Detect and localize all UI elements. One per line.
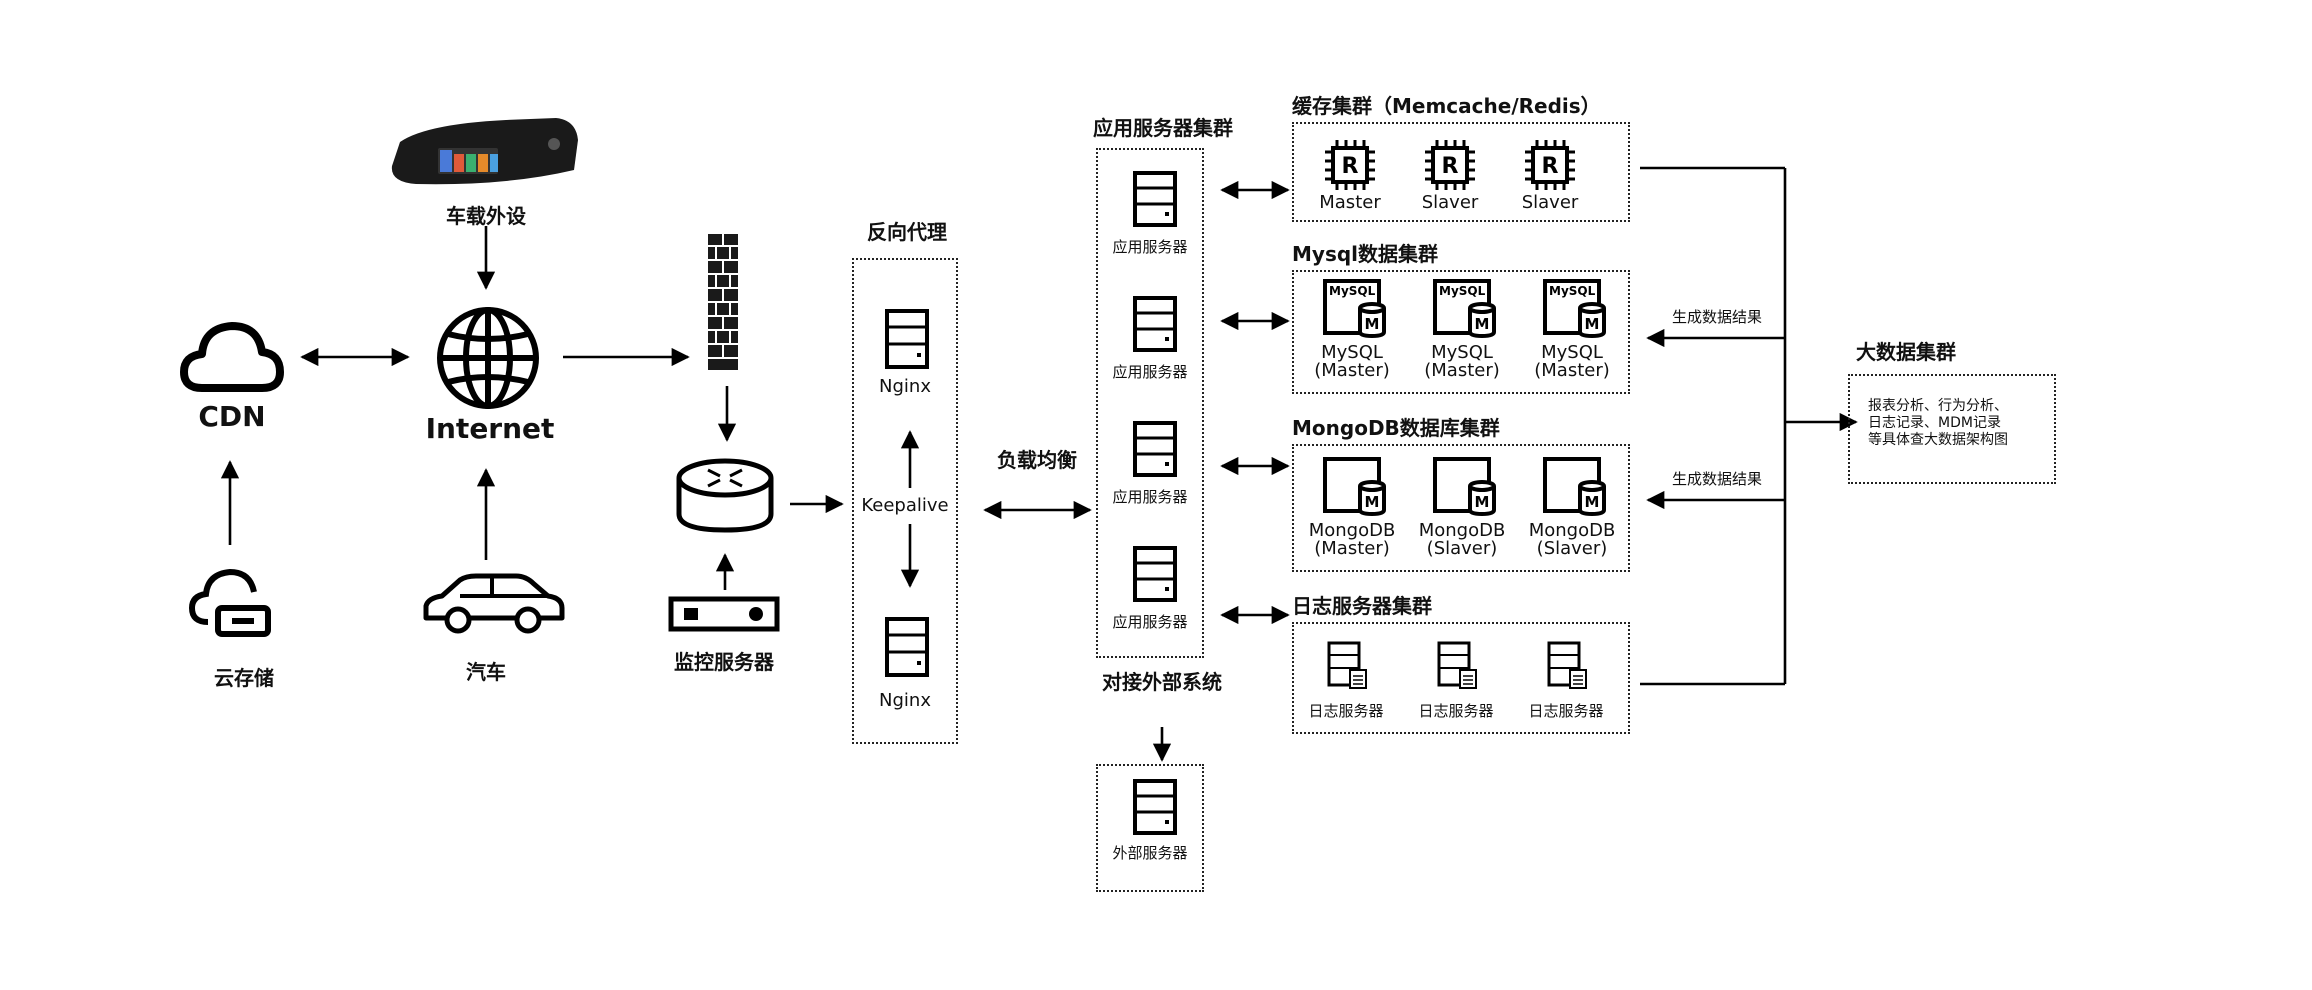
mongo-node-role: (Slaver) <box>1536 538 1608 559</box>
mongo-node-label: MongoDB <box>1308 520 1396 541</box>
chip-letter: R <box>1442 154 1459 179</box>
server-icon <box>1133 779 1177 835</box>
server-icon <box>1133 421 1177 477</box>
cloud-storage-icon <box>188 568 271 637</box>
mongo-node-role: (Master) <box>1314 538 1390 559</box>
chip-icon: R <box>1525 140 1575 190</box>
external-system-label: 对接外部系统 <box>1102 670 1222 694</box>
badge-text: M <box>1585 493 1600 511</box>
mysql-cluster-label: Mysql数据集群 <box>1292 242 1439 266</box>
app-cluster-box <box>1096 148 1204 658</box>
log-cluster-box <box>1292 622 1630 734</box>
external-server-box <box>1096 764 1204 892</box>
database-icon: M <box>1433 457 1496 516</box>
server-icon <box>1133 171 1177 227</box>
car-device-label: 车载外设 <box>446 204 526 228</box>
nginx-top-label: Nginx <box>879 376 931 397</box>
chip-icon: R <box>1425 140 1475 190</box>
internet-label: Internet <box>425 412 555 445</box>
log-node-label: 日志服务器 <box>1418 702 1494 720</box>
log-server-icon <box>1437 641 1477 689</box>
app-cluster-label: 应用服务器集群 <box>1093 116 1233 140</box>
keepalive-label: Keepalive <box>861 495 949 516</box>
mongo-node-label: MongoDB <box>1528 520 1616 541</box>
chip-letter: R <box>1342 154 1359 179</box>
mysql-node-role: (Master) <box>1314 360 1390 381</box>
car-icon <box>423 573 565 634</box>
reverse-proxy-box <box>852 258 958 744</box>
gen-result-label-1: 生成数据结果 <box>1671 308 1762 326</box>
badge-text: M <box>1475 493 1490 511</box>
app-server-label: 应用服务器 <box>1112 238 1188 256</box>
mongo-cluster-label: MongoDB数据库集群 <box>1292 416 1500 440</box>
log-node-label: 日志服务器 <box>1528 702 1604 720</box>
monitor-server-label: 监控服务器 <box>674 650 774 674</box>
cdn-label: CDN <box>198 400 266 433</box>
mysql-node-role: (Master) <box>1534 360 1610 381</box>
server-icon <box>885 617 929 677</box>
gen-result-label-2: 生成数据结果 <box>1671 470 1762 488</box>
external-server-label: 外部服务器 <box>1112 844 1188 862</box>
chip-icon: R <box>1325 140 1375 190</box>
app-server-label: 应用服务器 <box>1112 363 1188 381</box>
badge-text: M <box>1585 315 1600 333</box>
server-icon <box>1133 296 1177 352</box>
firewall-icon <box>708 234 738 370</box>
database-icon: M <box>1323 457 1386 516</box>
server-icon <box>885 309 929 369</box>
database-icon: MySQL M <box>1433 279 1496 338</box>
badge-text: M <box>1365 493 1380 511</box>
dashcam-mirror-icon <box>391 118 578 185</box>
bigdata-cluster-box <box>1848 374 2056 484</box>
brand-text: MySQL <box>1329 284 1376 298</box>
database-icon: MySQL M <box>1543 279 1606 338</box>
cache-node-label: Master <box>1319 192 1381 213</box>
mongo-node-label: MongoDB <box>1418 520 1506 541</box>
brand-text: MySQL <box>1439 284 1486 298</box>
cache-node-label: Slaver <box>1521 192 1579 213</box>
monitor-device-icon <box>668 596 780 632</box>
mysql-node-label: MySQL <box>1431 342 1493 363</box>
cloud-icon <box>180 322 284 392</box>
cache-node-label: Slaver <box>1421 192 1479 213</box>
badge-text: M <box>1365 315 1380 333</box>
bigdata-description: 报表分析、行为分析、 日志记录、MDM记录 等具体查大数据架构图 <box>1868 398 2048 449</box>
mysql-node-label: MySQL <box>1321 342 1383 363</box>
mysql-node-label: MySQL <box>1541 342 1603 363</box>
server-icon <box>1133 546 1177 602</box>
globe-icon <box>437 307 539 409</box>
reverse-proxy-label: 反向代理 <box>867 220 947 244</box>
database-icon: MySQL M <box>1323 279 1386 338</box>
cloud-storage-label: 云存储 <box>214 666 274 690</box>
cache-cluster-label: 缓存集群（Memcache/Redis） <box>1292 94 1601 118</box>
mongo-node-role: (Slaver) <box>1426 538 1498 559</box>
load-balance-label: 负载均衡 <box>997 448 1077 472</box>
brand-text: MySQL <box>1549 284 1596 298</box>
log-cluster-label: 日志服务器集群 <box>1292 594 1432 618</box>
database-icon: M <box>1543 457 1606 516</box>
bigdata-line: 日志记录、MDM记录 <box>1868 415 2001 431</box>
log-server-icon <box>1327 641 1367 689</box>
cache-cluster-box <box>1292 122 1630 222</box>
car-label: 汽车 <box>466 660 506 684</box>
chip-letter: R <box>1542 154 1559 179</box>
mysql-node-role: (Master) <box>1424 360 1500 381</box>
mongo-cluster-box <box>1292 444 1630 572</box>
mysql-cluster-box <box>1292 270 1630 394</box>
app-server-label: 应用服务器 <box>1112 488 1188 506</box>
log-server-icon <box>1547 641 1587 689</box>
badge-text: M <box>1475 315 1490 333</box>
bigdata-line: 报表分析、行为分析、 <box>1868 398 2008 414</box>
bigdata-line: 等具体查大数据架构图 <box>1868 432 2008 448</box>
nginx-bottom-label: Nginx <box>879 690 931 711</box>
app-server-label: 应用服务器 <box>1112 613 1188 631</box>
bigdata-cluster-label: 大数据集群 <box>1856 340 1956 364</box>
router-icon <box>676 458 774 533</box>
log-node-label: 日志服务器 <box>1308 702 1384 720</box>
